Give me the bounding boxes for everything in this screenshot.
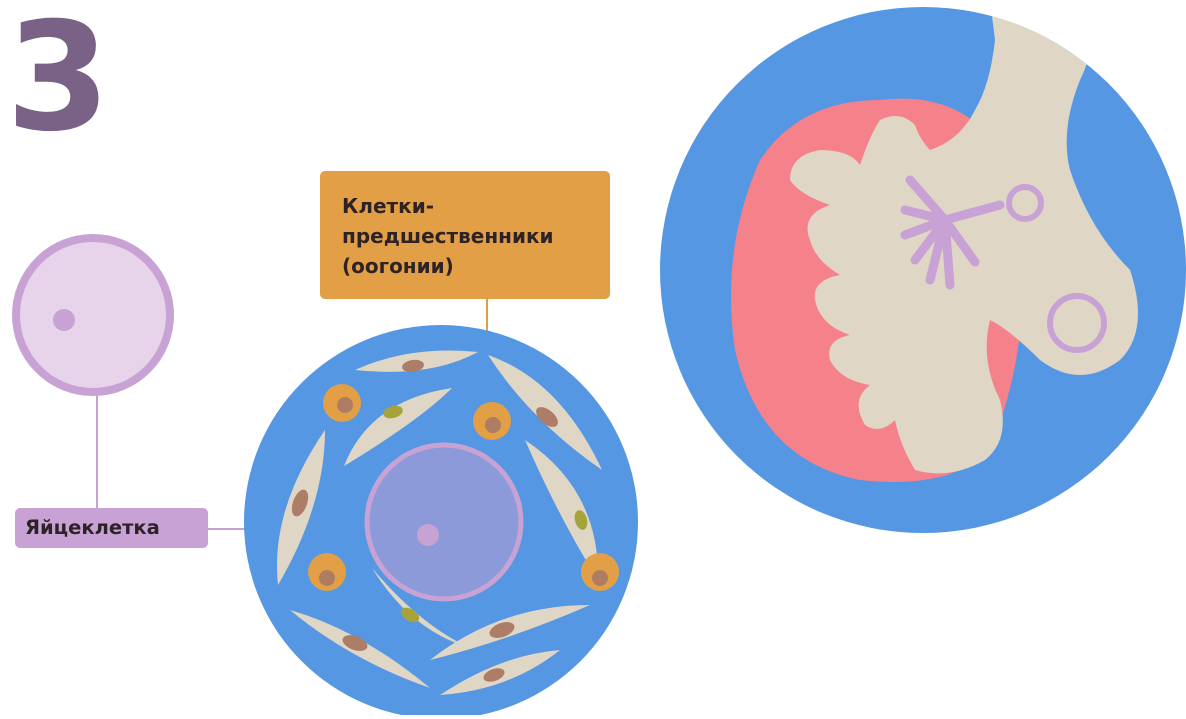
isolated-egg-membrane	[16, 238, 170, 392]
oogonium-nucleus	[485, 417, 501, 433]
oogonium-nucleus	[592, 570, 608, 586]
oogonium-nucleus	[319, 570, 335, 586]
step-number: 3	[6, 8, 106, 148]
isolated-egg-cell	[16, 238, 170, 392]
follicle-egg-cell	[367, 445, 521, 599]
follicle-section	[244, 325, 638, 715]
isolated-egg-nucleus	[53, 309, 75, 331]
follicle-egg-nucleus	[417, 524, 439, 546]
oogonia-label: Клетки- предшественники (оогонии)	[320, 171, 610, 299]
oogonium-nucleus	[337, 397, 353, 413]
egg-cell-label: Яйцеклетка	[15, 508, 208, 548]
ovary-section	[660, 0, 1186, 533]
